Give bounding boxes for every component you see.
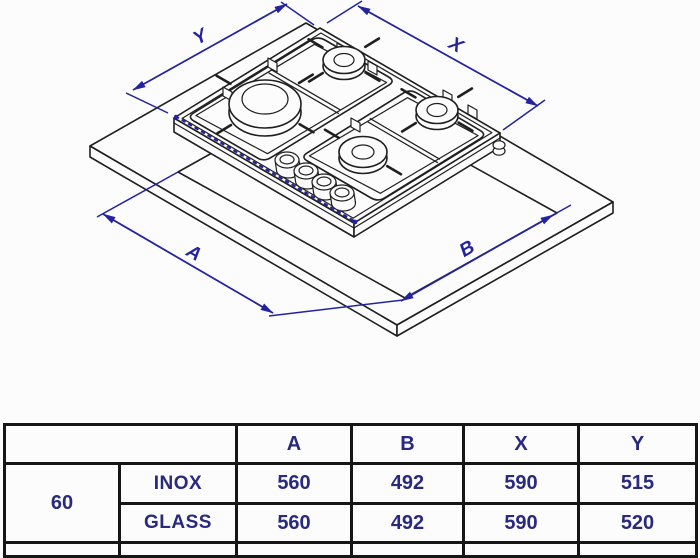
x-extension-line-high bbox=[326, 0, 363, 24]
table-corner-cell bbox=[3, 423, 238, 465]
inox-b: 492 bbox=[350, 462, 465, 505]
burner-right-small bbox=[415, 95, 459, 131]
stub-cell bbox=[235, 541, 353, 558]
burner-large-left bbox=[228, 79, 302, 137]
y-extension-line-low bbox=[125, 92, 169, 114]
burner-back-small bbox=[322, 45, 366, 81]
inox-a: 560 bbox=[235, 462, 353, 505]
dim-label-x: X bbox=[444, 32, 467, 58]
ab-extension-line bbox=[268, 299, 404, 317]
dimension-line-b bbox=[400, 214, 554, 302]
stub-cell bbox=[462, 541, 580, 558]
table-row-inox: 60 INOX 560 492 590 515 bbox=[3, 462, 698, 544]
dimension-line-a bbox=[102, 213, 274, 314]
dim-label-y: Y bbox=[190, 24, 213, 50]
glass-b: 492 bbox=[350, 502, 465, 544]
dashed-edge-line bbox=[174, 115, 357, 223]
edge-dot-end bbox=[352, 219, 358, 225]
table-header-row: A B X Y bbox=[3, 423, 698, 465]
col-header-b: B bbox=[350, 423, 465, 465]
glass-a: 560 bbox=[235, 502, 353, 544]
dimension-line-x bbox=[357, 5, 539, 107]
hob-band-line-left bbox=[173, 122, 355, 229]
x-extension-line-low bbox=[502, 99, 546, 131]
gas-connector-tab bbox=[492, 140, 506, 156]
installation-drawing: A B bbox=[89, 0, 614, 337]
col-header-x: X bbox=[462, 423, 580, 465]
front-edge-reference bbox=[173, 114, 358, 225]
b-extension-line bbox=[552, 204, 572, 216]
burner-front-medium bbox=[338, 135, 388, 175]
inox-y: 515 bbox=[577, 462, 698, 505]
edge-dot-start bbox=[173, 114, 179, 120]
knob-4 bbox=[329, 184, 357, 212]
burners bbox=[215, 37, 474, 176]
finish-cell-inox: INOX bbox=[118, 462, 238, 505]
hob-band-line-right bbox=[353, 137, 501, 229]
stub-cell bbox=[3, 541, 121, 558]
stub-cell bbox=[577, 541, 698, 558]
finish-cell-glass: GLASS bbox=[118, 502, 238, 544]
table-clipped-row bbox=[3, 541, 698, 558]
right-grate-crossbar2 bbox=[367, 121, 439, 164]
stub-cell bbox=[118, 541, 238, 558]
control-knobs bbox=[274, 151, 357, 212]
dimension-table: A B X Y 60 INOX 560 492 590 515 GLASS 56… bbox=[3, 423, 698, 558]
a-extension-line bbox=[96, 171, 179, 218]
size-cell: 60 bbox=[3, 462, 121, 544]
right-grate-crossbar bbox=[369, 117, 441, 160]
glass-x: 590 bbox=[462, 502, 580, 544]
col-header-y: Y bbox=[577, 423, 698, 465]
stub-cell bbox=[350, 541, 465, 558]
dimension-line-y bbox=[132, 3, 288, 91]
inox-x: 590 bbox=[462, 462, 580, 505]
table-row-glass: GLASS 560 492 590 520 bbox=[5, 502, 698, 544]
col-header-a: A bbox=[235, 423, 353, 465]
glass-y: 520 bbox=[577, 502, 698, 544]
